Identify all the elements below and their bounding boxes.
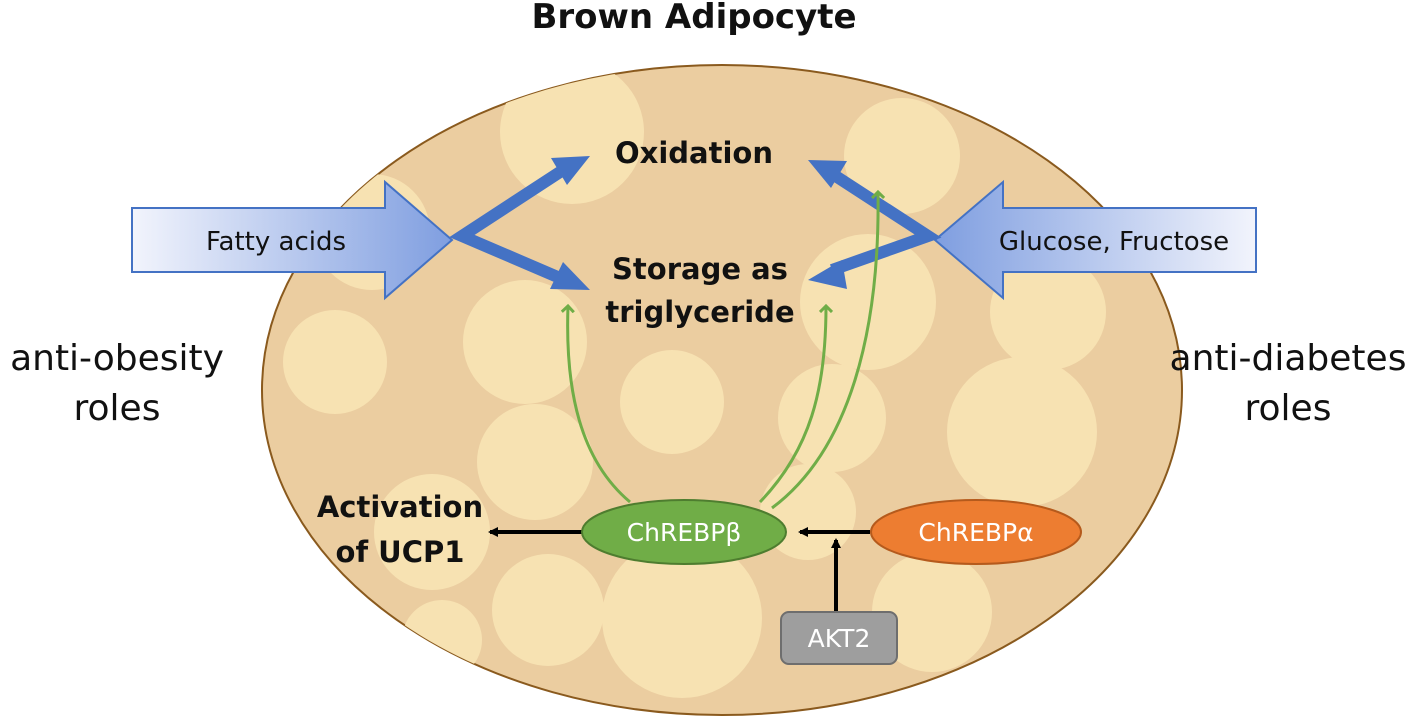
- anti-diabetes-label-line1: anti-diabetes: [1170, 338, 1407, 379]
- akt2-label: AKT2: [808, 624, 871, 653]
- chrebp-alpha-node: ChREBPα: [870, 499, 1082, 565]
- arrowhead-to-oxidation-left: [551, 156, 590, 185]
- blue-flux-arrows: [449, 156, 942, 290]
- glucose-fructose-input-arrow: Glucose, Fructose: [933, 179, 1257, 301]
- arrowhead-to-oxidation-right: [808, 160, 847, 188]
- anti-obesity-label-line2: roles: [74, 388, 161, 429]
- fatty-acids-input-arrow: Fatty acids: [131, 179, 454, 301]
- green-arrow-to-storage-right: [758, 306, 826, 504]
- diagram-title: Brown Adipocyte: [531, 0, 856, 37]
- chrebp-beta-node: ChREBPβ: [581, 499, 787, 565]
- glucose-fructose-label: Glucose, Fructose: [999, 227, 1229, 257]
- arrowhead-to-storage-right: [808, 260, 847, 289]
- chrebp-beta-label: ChREBPβ: [627, 518, 742, 547]
- fatty-acids-label: Fatty acids: [206, 227, 346, 257]
- akt2-node: AKT2: [780, 611, 898, 665]
- activation-label-line2: of UCP1: [336, 535, 465, 569]
- activation-label-line1: Activation: [317, 490, 483, 524]
- arrowhead-to-storage-left: [550, 262, 590, 290]
- fatty-acid-flux-line: [449, 166, 564, 284]
- chrebp-alpha-label: ChREBPα: [918, 518, 1033, 547]
- anti-diabetes-label-line2: roles: [1245, 388, 1332, 429]
- anti-obesity-label-line1: anti-obesity: [10, 338, 224, 379]
- green-arrow-to-storage-left: [568, 306, 631, 504]
- black-arrows: [488, 527, 870, 612]
- sugar-flux-line: [829, 169, 942, 276]
- storage-label-line1: Storage as: [612, 252, 788, 286]
- oxidation-label: Oxidation: [615, 136, 773, 170]
- green-arrow-to-oxidation: [771, 192, 878, 510]
- green-regulation-arrows: [568, 192, 878, 510]
- storage-label-line2: triglyceride: [605, 295, 794, 329]
